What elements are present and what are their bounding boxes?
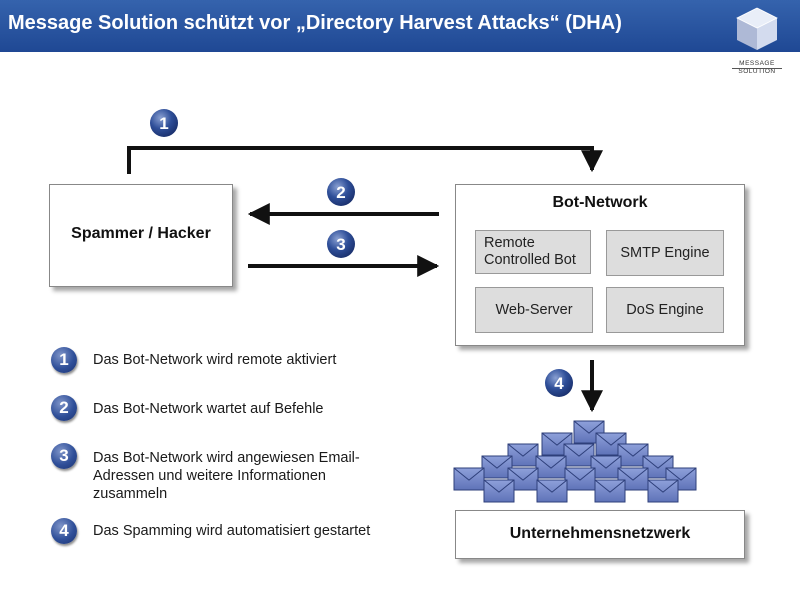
envelope-icon [483, 479, 515, 503]
envelope-icon [507, 467, 539, 491]
page-title: Message Solution schützt vor „Directory … [8, 12, 622, 34]
svg-text:1: 1 [159, 114, 168, 133]
unternehmensnetzwerk-box: Unternehmensnetzwerk [455, 510, 745, 559]
svg-text:2: 2 [336, 183, 345, 202]
envelope-icon [563, 443, 595, 467]
legend-badge-2: 2 [51, 395, 77, 421]
envelope-icon [564, 467, 596, 491]
email-envelopes [453, 420, 697, 503]
badge-step-1: 1 [150, 109, 178, 137]
logo-line-2: Solution [738, 68, 776, 75]
component-web-server: Web-Server [475, 287, 593, 333]
logo-cube-icon [736, 7, 778, 50]
bot-network-box: Bot-Network Remote Controlled Bot SMTP E… [455, 184, 745, 346]
badge-step-4: 4 [545, 369, 573, 397]
bot-network-label: Bot-Network [552, 194, 648, 211]
legend-text-4: Das Spamming wird automatisiert gestarte… [93, 523, 371, 539]
spammer-hacker-label: Spammer / Hacker [71, 225, 211, 242]
legend-badge-4: 4 [51, 518, 77, 544]
unternehmensnetzwerk-label: Unternehmensnetzwerk [509, 525, 691, 542]
envelope-icon [617, 443, 649, 467]
legend-badge-1: 1 [51, 347, 77, 373]
logo-line-1: Message [739, 60, 775, 67]
legend-text-2: Das Bot-Network wartet auf Befehle [93, 401, 324, 417]
legend-text-1: Das Bot-Network wird remote aktiviert [93, 352, 337, 368]
envelope-icon [535, 455, 567, 479]
component-remote-controlled-bot: Remote Controlled Bot [475, 230, 591, 274]
svg-text:3: 3 [336, 235, 345, 254]
logo-wordmark: Message Solution [728, 60, 786, 76]
title-bar: Message Solution schützt vor „Directory … [0, 0, 800, 52]
envelope-icon [594, 479, 626, 503]
envelope-icon [536, 479, 568, 503]
component-dos-engine: DoS Engine [606, 287, 724, 333]
arrow-step-1 [127, 146, 603, 174]
logo-divider [732, 68, 782, 69]
envelope-icon [481, 455, 513, 479]
legend-badge-3: 3 [51, 443, 77, 469]
component-smtp-engine: SMTP Engine [606, 230, 724, 276]
svg-text:4: 4 [554, 374, 564, 393]
envelope-icon [453, 467, 485, 491]
envelope-icon [590, 455, 622, 479]
envelope-icon [507, 443, 539, 467]
spammer-hacker-box: Spammer / Hacker [49, 184, 233, 287]
legend-text-3: Das Bot-Network wird angewiesen Email-Ad… [93, 450, 360, 502]
badge-step-2: 2 [327, 178, 355, 206]
badge-step-3: 3 [327, 230, 355, 258]
envelope-icon [647, 479, 679, 503]
